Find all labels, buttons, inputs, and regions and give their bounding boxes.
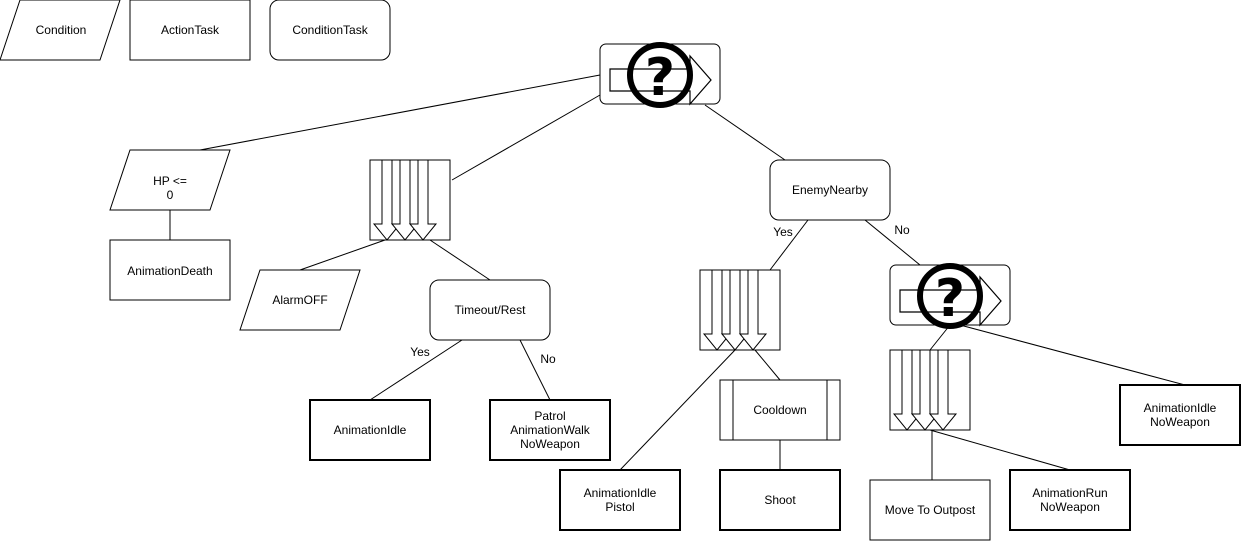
svg-text:AnimationRun: AnimationRun: [1032, 486, 1107, 500]
action-animation-death: AnimationDeath: [109, 239, 231, 301]
svg-text:AnimationWalk: AnimationWalk: [510, 423, 591, 437]
legend-condition-label: Condition: [36, 23, 87, 37]
legend-condition-task-label: ConditionTask: [292, 23, 368, 37]
svg-text:Cooldown: Cooldown: [753, 403, 806, 417]
legend-action-task-label: ActionTask: [161, 23, 220, 37]
selector-root: ?: [599, 42, 721, 108]
svg-text:AnimationIdle: AnimationIdle: [334, 423, 407, 437]
svg-text:NoWeapon: NoWeapon: [520, 437, 580, 451]
action-shoot: Shoot: [719, 469, 841, 531]
svg-text:NoWeapon: NoWeapon: [1150, 415, 1210, 429]
sequence-3: [889, 349, 971, 431]
svg-text:?: ?: [645, 48, 675, 108]
svg-text:Timeout/Rest: Timeout/Rest: [455, 303, 527, 317]
hp-line2: 0: [167, 188, 174, 202]
svg-text:EnemyNearby: EnemyNearby: [792, 183, 868, 197]
action-animation-idle-noweapon: AnimationIdle NoWeapon: [1119, 384, 1241, 446]
action-patrol: Patrol AnimationWalk NoWeapon: [489, 399, 611, 461]
sequence-icon: [373, 159, 437, 241]
svg-text:Patrol: Patrol: [534, 409, 565, 423]
hp-line1: HP <=: [153, 174, 187, 188]
enemy-yes-label: Yes: [773, 225, 793, 239]
condition-hp: HP <= 0: [109, 149, 231, 211]
sequence-icon: [893, 349, 957, 431]
svg-text:AnimationIdle: AnimationIdle: [1144, 401, 1217, 415]
condition-task-enemy-nearby: EnemyNearby: [769, 159, 891, 221]
action-animation-idle: AnimationIdle: [309, 399, 431, 461]
svg-text:Shoot: Shoot: [764, 493, 796, 507]
timeout-yes-label: Yes: [410, 345, 430, 359]
svg-text:Move To Outpost: Move To Outpost: [885, 503, 976, 517]
svg-text:Pistol: Pistol: [605, 500, 634, 514]
legend-condition-task: ConditionTask: [269, 0, 391, 61]
legend-action-task: ActionTask: [129, 0, 251, 61]
svg-text:NoWeapon: NoWeapon: [1040, 500, 1100, 514]
enemy-no-label: No: [894, 223, 910, 237]
condition-alarm-off: AlarmOFF: [239, 269, 361, 331]
svg-text:AnimationDeath: AnimationDeath: [127, 264, 212, 278]
sequence-2: [699, 269, 781, 351]
decorator-cooldown: Cooldown: [719, 379, 841, 441]
sequence-1: [369, 159, 451, 241]
svg-text:?: ?: [935, 269, 965, 329]
selector-icon: ?: [609, 42, 712, 108]
selector-icon: ?: [899, 263, 1002, 329]
svg-text:AlarmOFF: AlarmOFF: [272, 293, 327, 307]
legend-condition: Condition: [0, 0, 121, 61]
action-animation-idle-pistol: AnimationIdle Pistol: [559, 469, 681, 531]
action-move-to-outpost: Move To Outpost: [869, 479, 991, 541]
timeout-no-label: No: [540, 352, 556, 366]
sequence-icon: [703, 269, 767, 351]
action-animation-run-noweapon: AnimationRun NoWeapon: [1009, 469, 1131, 531]
edges: [169, 74, 1186, 480]
svg-text:AnimationIdle: AnimationIdle: [584, 486, 657, 500]
condition-task-timeout-rest: Timeout/Rest: [429, 279, 551, 341]
selector-2: ?: [889, 263, 1011, 329]
